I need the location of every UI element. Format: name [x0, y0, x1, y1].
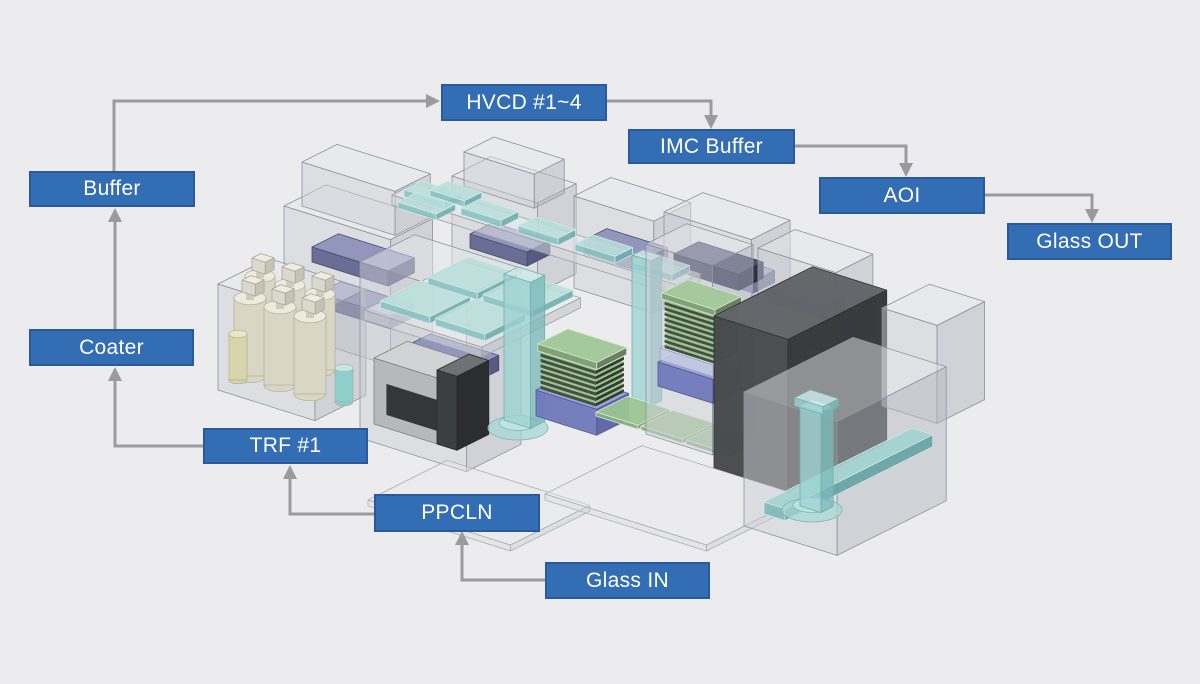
node-buffer: Buffer [29, 171, 195, 207]
node-trf-1: TRF #1 [203, 428, 368, 464]
node-glass-out: Glass OUT [1007, 223, 1172, 260]
arrow-hvcd-to-imc-buffer [607, 99, 718, 129]
arrow-imc-buffer-to-aoi [795, 144, 913, 177]
node-coater: Coater [29, 329, 194, 366]
node-aoi: AOI [819, 177, 985, 214]
arrow-glass-in-to-ppcln [455, 531, 545, 582]
node-imc-buffer: IMC Buffer [628, 129, 795, 164]
node-glass-in: Glass IN [545, 562, 710, 599]
arrow-aoi-to-glass-out [985, 193, 1099, 223]
arrow-trf-1-to-coater [108, 367, 203, 448]
arrow-coater-to-buffer [108, 208, 122, 329]
arrow-buffer-to-hvcd [112, 94, 440, 171]
arrow-ppcln-to-trf-1 [283, 465, 374, 516]
node-ppcln: PPCLN [374, 494, 540, 532]
node-hvcd: HVCD #1~4 [441, 84, 607, 121]
